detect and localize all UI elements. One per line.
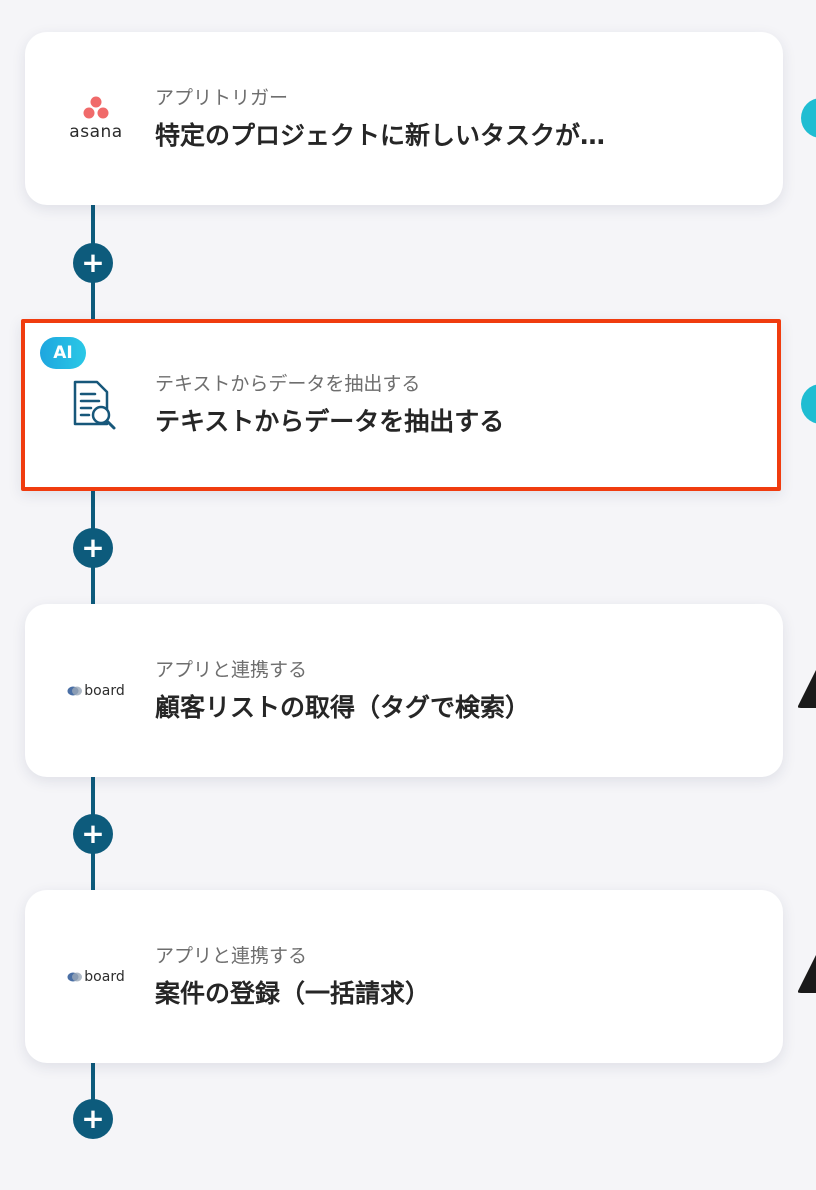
add-step-button[interactable]: +: [73, 814, 113, 854]
board-logo-text: board: [84, 682, 125, 699]
step-title: テキストからデータを抽出する: [155, 407, 505, 436]
step-title: 特定のプロジェクトに新しいタスクが…: [155, 120, 606, 150]
board-icon: board: [61, 656, 131, 726]
step-type-label: テキストからデータを抽出する: [155, 373, 421, 395]
step-type-label: アプリと連携する: [155, 658, 308, 681]
board-mark-icon: [67, 686, 83, 695]
status-ok-icon: [801, 98, 816, 138]
warning-icon: [798, 670, 816, 708]
add-step-button[interactable]: +: [73, 528, 113, 568]
add-step-button[interactable]: +: [73, 1099, 113, 1139]
flow-step-register-deal[interactable]: board アプリと連携する 案件の登録（一括請求）: [25, 890, 783, 1063]
flow-step-get-customers[interactable]: board アプリと連携する 顧客リストの取得（タグで検索）: [25, 604, 783, 777]
document-search-icon: [57, 370, 127, 440]
step-type-label: アプリトリガー: [155, 86, 289, 109]
board-logo-text: board: [84, 968, 125, 985]
asana-logo-text: asana: [69, 122, 123, 142]
asana-dots-icon: [83, 96, 109, 119]
add-step-button[interactable]: +: [73, 243, 113, 283]
board-icon: board: [61, 942, 131, 1012]
step-title: 案件の登録（一括請求）: [155, 978, 431, 1008]
warning-icon: [798, 955, 816, 993]
step-type-label: アプリと連携する: [155, 944, 308, 967]
ai-badge: AI: [40, 337, 86, 369]
step-title: 顧客リストの取得（タグで検索）: [155, 692, 531, 722]
board-mark-icon: [67, 972, 83, 981]
status-ok-icon: [801, 384, 816, 424]
asana-icon: asana: [61, 84, 131, 154]
flow-step-trigger[interactable]: asana アプリトリガー 特定のプロジェクトに新しいタスクが…: [25, 32, 783, 205]
flow-step-ai-extract[interactable]: AI テキストからデータを抽出する テキストからデータを抽出する: [21, 319, 781, 491]
